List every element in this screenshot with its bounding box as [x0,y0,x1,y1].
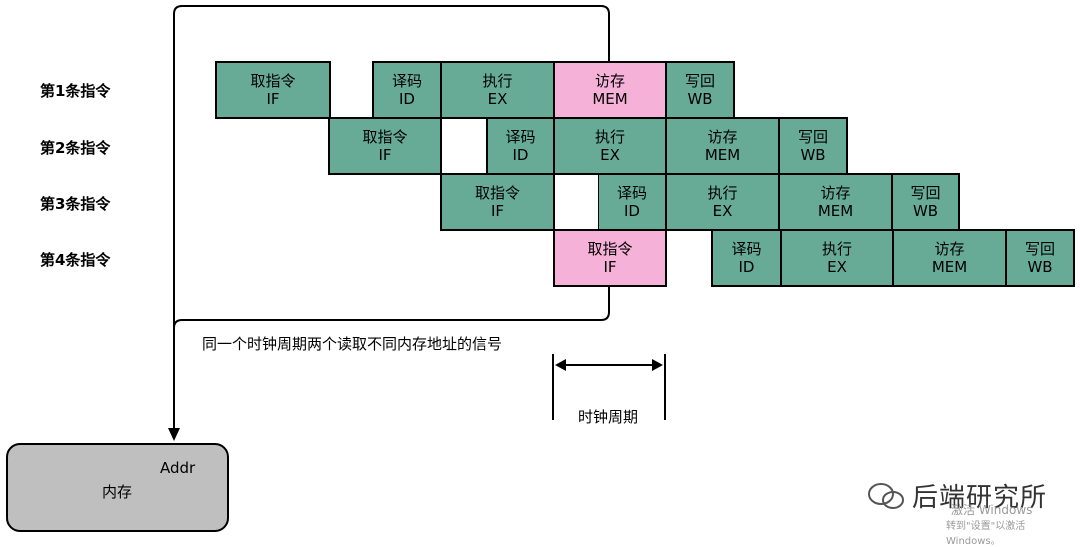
stage-ex: 执行 EX [780,229,894,287]
stage-en: MEM [704,146,741,164]
mem-access-connector [173,5,610,428]
memory-block: Addr 内存 [6,443,229,532]
clock-cycle-label: 时钟周期 [578,408,639,426]
stage-cn: 译码 [391,72,422,90]
stage-cn: 访存 [934,240,965,258]
stage-mem: 访存 MEM [778,173,893,231]
stage-if-highlighted: 取指令 IF [553,229,667,287]
row-label-3: 第3条指令 [40,195,111,213]
row-label-1: 第1条指令 [40,82,111,100]
stage-en: MEM [592,90,628,108]
stage-en: WB [800,146,826,164]
stage-en: WB [1027,258,1053,276]
watermark-text: 后端研究所 [912,483,1048,513]
stage-en: MEM [817,202,854,220]
stage-en: WB [912,202,939,220]
stage-cn: 译码 [505,128,536,146]
stage-en: EX [600,146,620,164]
memory-addr-label: Addr [160,459,196,477]
stage-if: 取指令 IF [440,173,555,231]
stage-en: ID [738,258,755,276]
stage-cn: 访存 [594,72,625,90]
wechat-icon [868,482,904,509]
activation-notice-detail: 转到"设置"以激活 Windows。 [946,521,1026,547]
stage-en: ID [399,90,415,108]
stage-cn: 写回 [910,184,941,202]
stage-en: IF [490,202,505,220]
stage-en: WB [687,90,713,108]
stage-en: MEM [931,258,968,276]
stage-id: 译码 ID [711,229,782,287]
stage-wb: 写回 WB [1005,229,1075,287]
stage-if: 取指令 IF [215,61,331,119]
stage-cn: 译码 [616,184,647,202]
stage-wb: 写回 WB [778,117,848,175]
down-arrow-icon [168,428,180,441]
stage-cn: 取指令 [362,128,408,146]
stage-cn: 取指令 [474,184,520,202]
row-label-4: 第4条指令 [40,251,111,269]
stage-en: EX [712,202,733,220]
memory-label: 内存 [102,483,133,501]
stage-cn: 取指令 [250,72,296,90]
stage-en: IF [266,90,280,108]
stage-cn: 执行 [482,72,513,90]
stage-cn: 写回 [684,72,715,90]
stage-cn: 写回 [797,128,828,146]
stage-en: EX [827,258,847,276]
stage-mem: 访存 MEM [892,229,1007,287]
stage-cn: 执行 [594,128,625,146]
conflict-note: 同一个时钟周期两个读取不同内存地址的信号 [202,335,503,353]
stage-cn: 访存 [707,128,738,146]
stage-cn: 写回 [1024,240,1055,258]
right-arrow-icon [652,359,663,371]
watermark: 后端研究所 [866,477,1047,514]
left-arrow-icon [555,359,566,371]
stage-en: IF [378,146,392,164]
stage-ex: 执行 EX [665,173,780,231]
stage-if: 取指令 IF [328,117,442,175]
stage-cn: 执行 [821,240,852,258]
stage-cn: 访存 [820,184,851,202]
stage-mem: 访存 MEM [665,117,780,175]
stage-en: ID [624,202,640,220]
stage-cn: 执行 [707,184,738,202]
stage-en: IF [603,258,617,276]
stage-en: EX [487,90,508,108]
stage-cn: 译码 [731,240,762,258]
stage-en: ID [512,146,529,164]
stage-ex: 执行 EX [440,61,555,119]
if-access-connector [173,287,610,329]
activation-notice-title: 激活 Windows [951,503,1033,517]
row-label-2: 第2条指令 [40,139,111,157]
stage-cn: 取指令 [587,240,633,258]
stage-wb: 写回 WB [891,173,960,231]
